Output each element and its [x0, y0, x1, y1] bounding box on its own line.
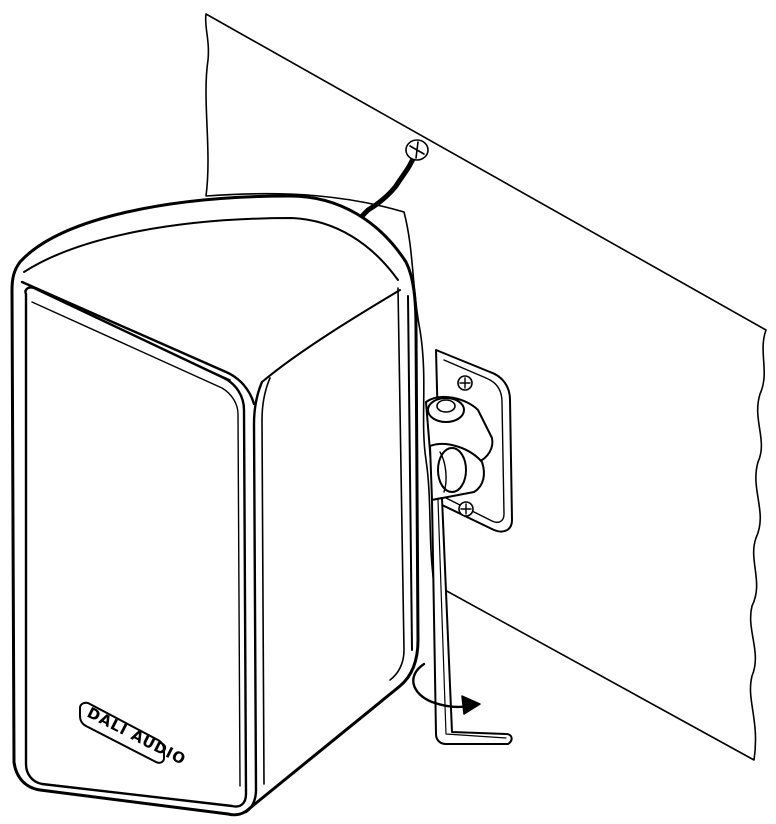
wall-bracket — [425, 349, 513, 533]
wall-screw — [405, 139, 429, 161]
rotation-arrow — [412, 662, 481, 715]
allen-key — [431, 497, 513, 745]
bracket-screw — [457, 375, 473, 391]
bracket-screw — [458, 501, 474, 517]
front-grille — [24, 286, 248, 808]
